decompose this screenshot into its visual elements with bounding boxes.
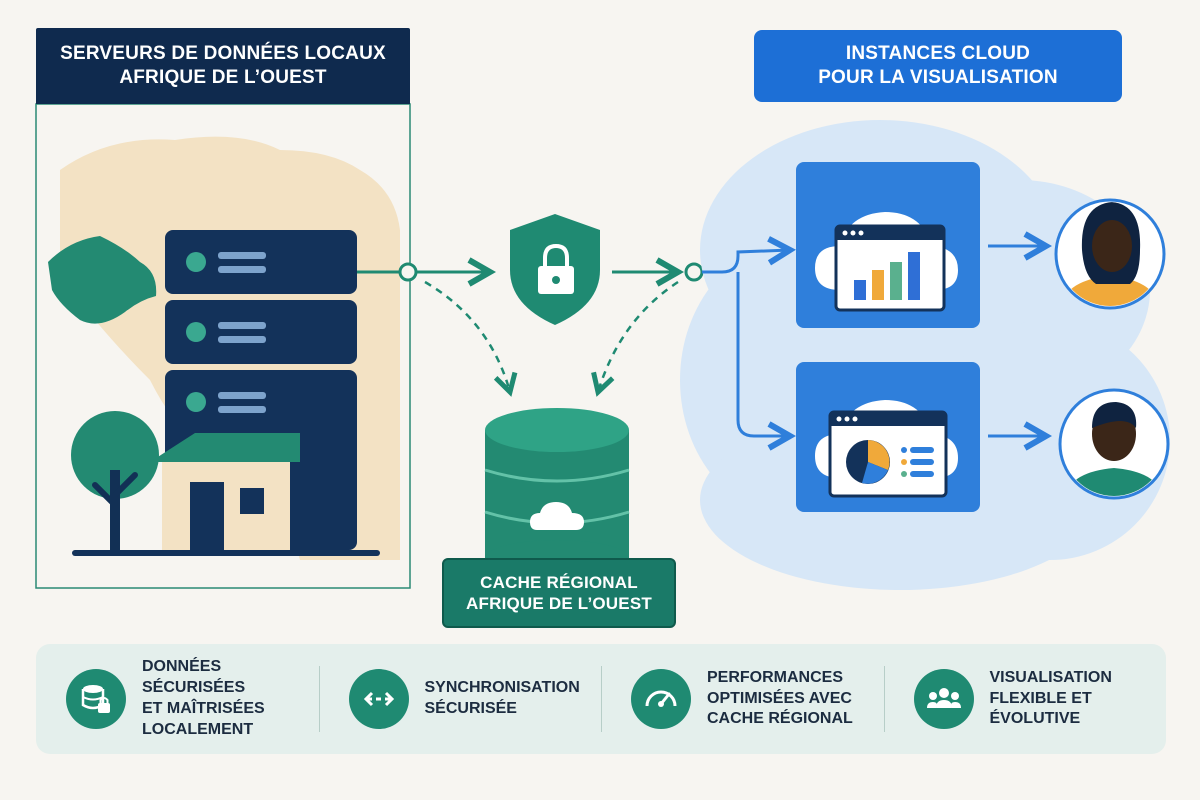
sync-node-local <box>398 262 418 282</box>
sync-node-cloud <box>684 262 704 282</box>
cloud-title-line2: pour la visualisation <box>818 67 1058 88</box>
cache-link-left <box>424 280 510 392</box>
regional-cache-label: Cache régional Afrique de l’Ouest <box>442 558 676 628</box>
cache-link-right <box>598 280 679 392</box>
west-africa-region <box>48 236 157 324</box>
house-icon <box>150 433 300 550</box>
cloud-instance-pie-chart <box>796 362 980 512</box>
benefit-line: Données sécurisées <box>142 658 246 697</box>
security-shield-icon <box>510 214 600 325</box>
user-avatar-2 <box>1058 388 1170 500</box>
benefit-line: cache régional <box>707 710 853 728</box>
cloud-instances-title: Instances cloud pour la visualisation <box>754 30 1122 102</box>
benefit-line: Performances <box>707 668 844 686</box>
speedometer-icon <box>631 669 691 729</box>
users-group-icon <box>913 669 974 729</box>
benefit-line: localement <box>142 720 254 738</box>
local-title-line2: Afrique de l’Ouest <box>119 67 327 88</box>
user-avatar-1 <box>1054 198 1166 310</box>
benefit-secure-data: Données sécurisées et maîtrisées localem… <box>36 644 319 754</box>
benefit-line: Synchronisation <box>424 679 580 697</box>
benefits-bar: Données sécurisées et maîtrisées localem… <box>36 644 1166 754</box>
cloud-title-line1: Instances cloud <box>845 43 1031 65</box>
database-lock-icon <box>66 669 126 729</box>
benefit-text: Performances optimisées avec cache régio… <box>707 668 853 730</box>
benefit-line: flexible et <box>989 689 1092 707</box>
benefit-line: et maîtrisées <box>142 700 265 717</box>
cache-label-line2: Afrique de l’Ouest <box>466 594 652 613</box>
cloud-branch-line <box>702 250 790 274</box>
local-title-line1: Serveurs de données locaux <box>60 43 386 65</box>
benefit-secure-sync: Synchronisation sécurisée <box>318 644 602 754</box>
sync-arrows-icon <box>348 669 409 729</box>
cloud-instance-bar-chart <box>796 162 980 328</box>
benefit-line: sécurisée <box>424 700 517 717</box>
benefit-performance: Performances optimisées avec cache régio… <box>601 644 884 754</box>
benefit-line: optimisées avec <box>707 689 852 707</box>
benefit-text: Visualisation flexible et évolutive <box>990 668 1112 730</box>
tree-icon <box>71 411 159 552</box>
benefit-line: Visualisation <box>989 668 1112 686</box>
benefit-line: évolutive <box>989 710 1081 728</box>
cache-database-icon <box>484 408 630 576</box>
benefit-text: Données sécurisées et maîtrisées localem… <box>142 657 319 740</box>
benefit-text: Synchronisation sécurisée <box>425 678 580 720</box>
local-servers-title: Serveurs de données locaux Afrique de l’… <box>36 28 410 104</box>
cloud-branch-line-lower <box>736 272 790 436</box>
benefit-flexible-visualization: Visualisation flexible et évolutive <box>883 644 1167 754</box>
ground-line <box>72 550 380 556</box>
cache-label-line1: Cache régional <box>480 572 638 592</box>
